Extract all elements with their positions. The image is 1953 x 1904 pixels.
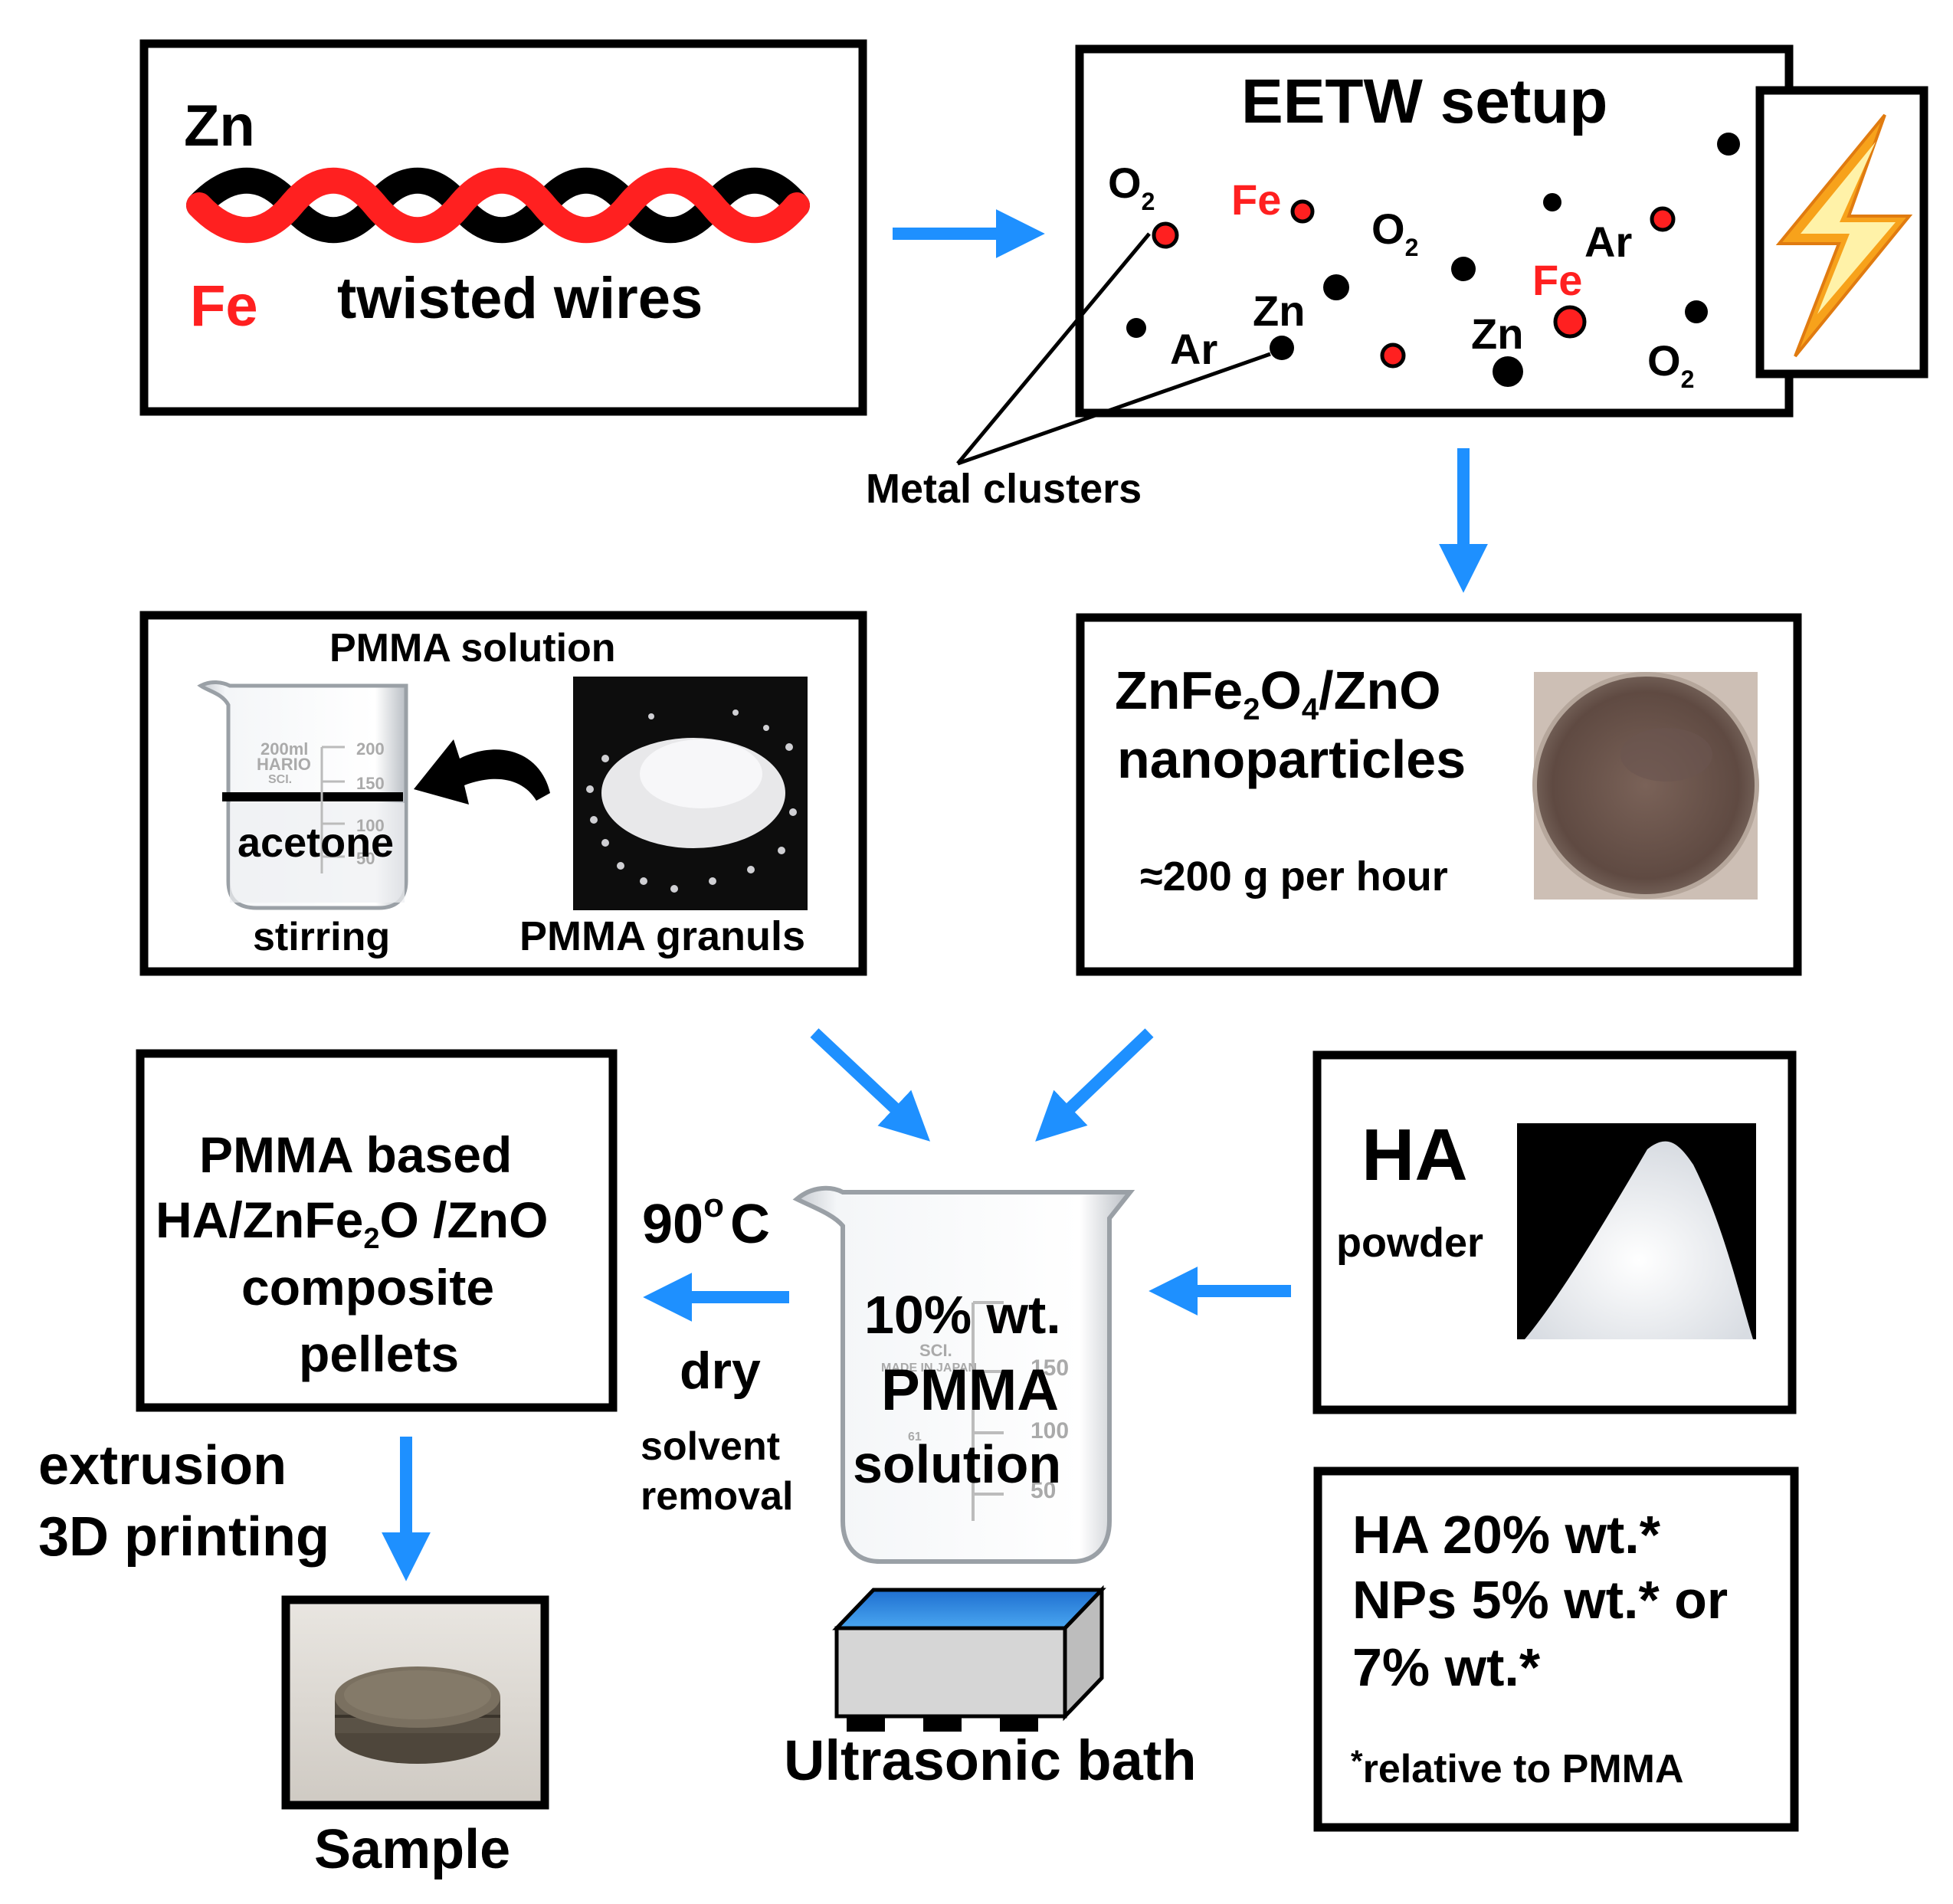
main-beaker-line3: solution <box>853 1434 1061 1494</box>
svg-text:SCI.: SCI. <box>919 1341 952 1360</box>
fe-cluster-dot <box>1650 206 1676 232</box>
svg-text:200ml: 200ml <box>261 739 308 759</box>
svg-text:HARIO: HARIO <box>257 755 311 774</box>
metal-clusters-label: Metal clusters <box>866 466 1142 512</box>
eetw-panel: EETW setup O2 O2 O2 Fe Fe Ar Ar Zn Zn <box>956 44 1928 466</box>
composite-line2: HA/ZnFe2O /ZnO <box>156 1191 548 1255</box>
zn-wire-icon <box>186 167 810 244</box>
zn-wire-label: Zn <box>184 93 255 159</box>
solvent-removal-line1: solvent <box>641 1424 780 1469</box>
ultrasonic-bath-label: Ultrasonic bath <box>784 1729 1197 1792</box>
acetone-beaker-icon: 200ml HARIO SCI. 200 150 100 50 <box>197 680 408 910</box>
svg-text:100: 100 <box>356 816 385 835</box>
pmma-granules-image <box>573 677 808 910</box>
fe-label: Fe <box>1532 256 1582 304</box>
svg-text:50: 50 <box>1031 1478 1056 1503</box>
black-cluster-dot <box>1126 318 1146 338</box>
main-beaker-line1: 10% wt. <box>864 1285 1061 1345</box>
ha-panel: HA powder <box>1312 1050 1797 1414</box>
printing-label: 3D printing <box>38 1506 329 1568</box>
composite-line4: pellets <box>299 1326 459 1382</box>
black-cluster-dot <box>1493 356 1523 387</box>
svg-text:61: 61 <box>908 1430 922 1444</box>
o2-label: O2 <box>1647 336 1694 393</box>
nanoparticles-panel: ZnFe2O4/ZnO nanoparticles ≈200 g per hou… <box>1076 613 1802 976</box>
cluster-pointer-line <box>957 352 1271 466</box>
fe-wire-label: Fe <box>190 274 258 339</box>
cluster-pointer-line <box>956 232 1151 465</box>
nanoparticles-formula: ZnFe2O4/ZnO <box>1115 660 1441 726</box>
dry-label: dry <box>680 1342 761 1400</box>
svg-text:SCI.: SCI. <box>268 773 292 786</box>
ultrasonic-bath-icon <box>832 1584 1106 1732</box>
composition-line3: 7% wt.* <box>1352 1637 1541 1697</box>
flow-arrow-nanoparticles-to-beaker <box>1035 1028 1154 1142</box>
composite-box <box>136 1049 618 1412</box>
lightning-bolt-icon <box>1775 113 1913 358</box>
composition-line2: NPs 5% wt.* or <box>1352 1570 1728 1630</box>
svg-text:150: 150 <box>1031 1355 1069 1381</box>
composite-panel: PMMA based HA/ZnFe2O /ZnO composite pell… <box>136 1049 618 1412</box>
twisted-wires-caption: twisted wires <box>337 266 703 331</box>
composition-box <box>1313 1467 1799 1832</box>
main-beaker-icon: 150 100 50 SCI. MADE IN JAPAN 61 <box>792 1185 1135 1564</box>
svg-text:150: 150 <box>356 774 385 793</box>
composite-line1: PMMA based <box>199 1126 512 1183</box>
pmma-granules-label: PMMA granuls <box>519 913 805 959</box>
black-cluster-dot <box>1685 300 1708 323</box>
fe-cluster-dot <box>1553 305 1587 339</box>
lightning-bolt-highlight <box>1801 142 1896 314</box>
ar-label: Ar <box>1170 325 1217 373</box>
pour-arrow-icon <box>414 739 550 805</box>
fe-cluster-dot <box>1290 199 1315 224</box>
nanoparticles-label: nanoparticles <box>1117 729 1466 789</box>
black-cluster-dot <box>1270 336 1294 360</box>
extrusion-label: extrusion <box>38 1435 287 1496</box>
o2-label: O2 <box>1371 205 1418 261</box>
ar-label: Ar <box>1584 218 1632 266</box>
fe-cluster-dot <box>1380 342 1406 369</box>
ha-powder-image <box>1517 1123 1756 1339</box>
eetw-title: EETW setup <box>1241 67 1607 136</box>
black-cluster-dot <box>1451 257 1476 281</box>
pmma-prep-panel: PMMA solution 200ml HARIO SCI. 200 150 1… <box>139 611 867 976</box>
sample-disc-image <box>335 1666 500 1764</box>
o2-label: O2 <box>1108 159 1155 215</box>
zn-label: Zn <box>1471 310 1523 358</box>
composition-note: *relative to PMMA <box>1351 1745 1684 1791</box>
twisted-wires-panel: Zn Fe twisted wires <box>139 39 867 416</box>
main-beaker-line2: PMMA <box>881 1358 1059 1423</box>
svg-text:MADE IN JAPAN: MADE IN JAPAN <box>881 1362 977 1375</box>
eetw-box <box>1075 44 1794 418</box>
zn-label: Zn <box>1253 287 1305 335</box>
sample-label: Sample <box>314 1819 510 1880</box>
svg-text:100: 100 <box>1031 1418 1069 1444</box>
eetw-particles <box>1126 133 1740 387</box>
svg-text:50: 50 <box>356 849 375 868</box>
svg-text:200: 200 <box>356 739 385 759</box>
black-cluster-dot <box>1717 133 1740 156</box>
pmma-solution-title: PMMA solution <box>329 626 616 670</box>
nanoparticle-powder-image <box>1532 672 1759 900</box>
sample-panel <box>281 1595 549 1810</box>
fe-wire-icon <box>186 167 810 244</box>
fe-cluster-dot <box>1152 221 1179 249</box>
black-cluster-dot <box>1323 274 1349 300</box>
acetone-label: acetone <box>238 820 394 866</box>
ha-title: HA <box>1362 1114 1468 1196</box>
composite-line3: composite <box>241 1259 494 1316</box>
composition-line1: HA 20% wt.* <box>1352 1505 1661 1565</box>
composition-panel: HA 20% wt.* NPs 5% wt.* or 7% wt.* *rela… <box>1313 1467 1799 1832</box>
ha-powder-label: powder <box>1336 1220 1483 1266</box>
solvent-removal-line2: removal <box>641 1474 793 1519</box>
flow-arrow-pmma-to-beaker <box>810 1028 931 1142</box>
black-cluster-dot <box>1543 193 1561 211</box>
stirring-label: stirring <box>253 915 390 959</box>
production-rate-label: ≈200 g per hour <box>1140 854 1448 900</box>
fe-label: Fe <box>1231 175 1281 224</box>
